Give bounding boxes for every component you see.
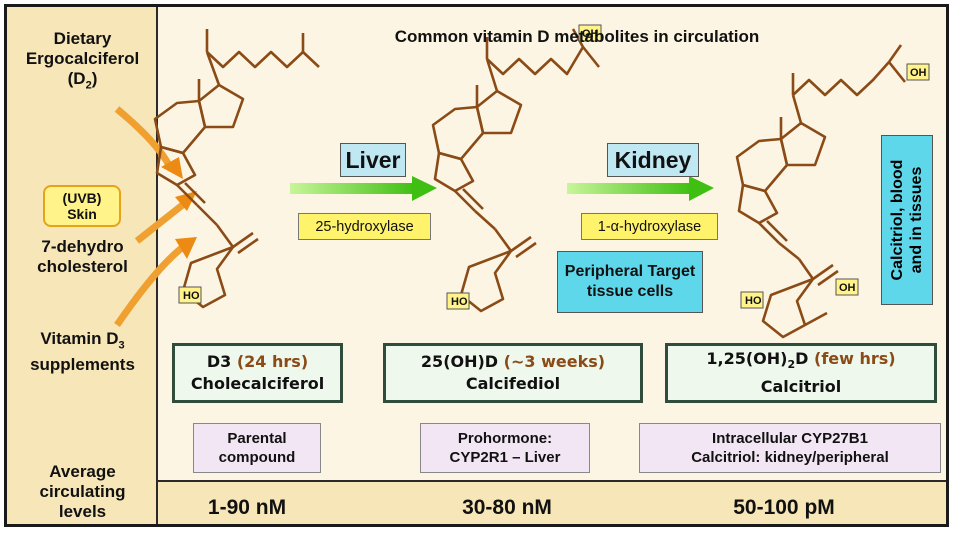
enzyme-1-alpha-hydroxylase: 1-α-hydroxylase xyxy=(581,213,718,240)
oh-tag-3b xyxy=(835,278,859,296)
role-prohormone: Prohormone: CYP2R1 – Liver xyxy=(420,423,590,473)
level-125oh2d: 50-100 pM xyxy=(733,496,835,519)
molecule-calcitriol xyxy=(735,44,907,339)
enzyme-25-hydroxylase: 25-hydroxylase xyxy=(298,213,431,240)
dehydrocholesterol-label: 7-dehydro cholesterol xyxy=(37,237,128,276)
uvb-skin-badge: (UVB) Skin xyxy=(43,185,121,227)
metabolite-125oh2d: 1,25(OH)2D (few hrs) Calcitriol xyxy=(665,343,937,403)
oh-label-2: OH xyxy=(582,28,599,40)
level-25ohd: 30-80 nM xyxy=(462,496,552,519)
ho-tag-3 xyxy=(740,291,764,309)
ho-tag-2 xyxy=(446,292,470,310)
levels-band xyxy=(158,480,946,524)
kidney-label: Kidney xyxy=(607,143,699,177)
oh-tag-3a xyxy=(906,63,930,81)
skin-arrow xyxy=(134,191,197,244)
oh-tag-2 xyxy=(578,24,602,42)
level-d3: 1-90 nM xyxy=(207,496,287,519)
ho-label-1: HO xyxy=(183,290,200,302)
peripheral-target-cells: Peripheral Target tissue cells xyxy=(557,251,703,313)
molecule-cholecalciferol xyxy=(153,29,320,309)
dietary-arrow xyxy=(114,106,183,179)
diagram-title: Common vitamin D metabolites in circulat… xyxy=(394,27,760,46)
supplements-label: Vitamin D3 supplements xyxy=(30,329,135,375)
pathway-graphics: HO OH HO xyxy=(114,24,930,339)
kidney-arrow xyxy=(567,176,714,201)
dietary-source-label: Dietary Ergocalciferol (D2) xyxy=(25,29,140,92)
oh-label-3b: OH xyxy=(839,282,856,294)
metabolite-d3: D3 (24 hrs) Cholecalciferol xyxy=(172,343,343,403)
role-intracellular: Intracellular CYP27B1 Calcitriol: kidney… xyxy=(639,423,941,473)
metabolite-25ohd: 25(OH)D (~3 weeks) Calcifediol xyxy=(383,343,643,403)
oh-label-3a: OH xyxy=(910,67,927,79)
ho-label-2: HO xyxy=(451,296,468,308)
sources-sidebar xyxy=(7,7,158,524)
ho-label-3: HO xyxy=(745,295,762,307)
role-parental: Parental compound xyxy=(193,423,321,473)
liver-arrow xyxy=(290,176,437,201)
diagram-frame: HO OH HO xyxy=(4,4,949,527)
molecule-calcifediol xyxy=(431,28,601,313)
average-levels-label: Average circulating levels xyxy=(39,462,126,521)
liver-label: Liver xyxy=(340,143,406,177)
ho-tag-1 xyxy=(178,286,202,304)
supplement-arrow xyxy=(114,237,197,327)
